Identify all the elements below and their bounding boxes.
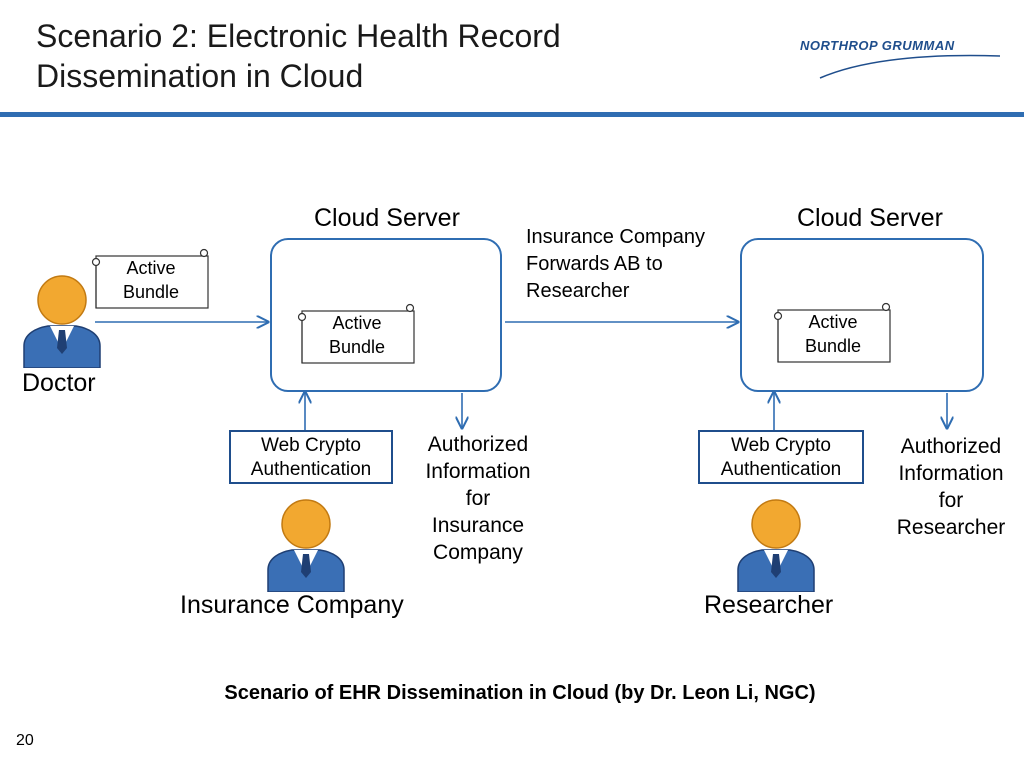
auth-box-2-line-1: Web Crypto <box>731 435 831 456</box>
doctor-label: Doctor <box>22 369 96 397</box>
logo-text: NORTHROP GRUMMAN <box>800 38 955 53</box>
researcher-info-line-3: for <box>938 489 964 512</box>
cloud-server-2-label: Cloud Server <box>797 204 943 232</box>
forward-note-line-2: Forwards AB to <box>526 253 663 275</box>
scroll-icon <box>91 248 209 309</box>
doctor-bundle-line-1: Active <box>126 258 176 278</box>
researcher-info-line-4: Researcher <box>896 516 1006 539</box>
researcher-authorized-info: Authorized Information for Researcher <box>880 433 1022 541</box>
server-2-active-bundle: Active Bundle <box>772 302 894 366</box>
insurance-info-line-2: Information <box>425 460 531 483</box>
forward-note-line-1: Insurance Company <box>526 226 705 248</box>
web-crypto-auth-box-2: Web Crypto Authentication <box>698 430 864 484</box>
forward-note: Insurance Company Forwards AB to Researc… <box>526 224 705 305</box>
doctor-active-bundle-text: Active Bundle <box>98 256 204 304</box>
auth-box-1-line-1: Web Crypto <box>261 435 361 456</box>
doctor-active-bundle: Active Bundle <box>90 248 212 312</box>
insurance-info-line-5: Company <box>433 541 523 564</box>
server-2-active-bundle-text: Active Bundle <box>780 310 886 358</box>
northrop-grumman-logo: NORTHROP GRUMMAN <box>796 36 1002 84</box>
server-1-bundle-line-1: Active <box>332 313 382 333</box>
scroll-icon <box>773 302 891 363</box>
researcher-info-line-2: Information <box>898 462 1004 485</box>
doctor-bundle-line-2: Bundle <box>122 282 180 302</box>
insurance-company-person-icon <box>264 496 348 593</box>
cloud-server-1-label: Cloud Server <box>314 204 460 232</box>
researcher-label: Researcher <box>704 591 834 619</box>
scroll-icon <box>297 303 415 364</box>
server-1-active-bundle-text: Active Bundle <box>304 311 410 359</box>
slide-title: Scenario 2: Electronic Health Record Dis… <box>36 16 676 96</box>
slide-title-line-1: Scenario 2: Electronic Health Record <box>36 18 561 54</box>
server-1-active-bundle: Active Bundle <box>296 303 418 367</box>
insurance-info-line-4: Insurance <box>431 514 525 537</box>
insurance-authorized-info: Authorized Information for Insurance Com… <box>408 431 548 566</box>
insurance-info-line-1: Authorized <box>427 433 529 456</box>
researcher-info-line-1: Authorized <box>900 435 1002 458</box>
insurance-company-label: Insurance Company <box>180 591 404 619</box>
web-crypto-auth-box-1: Web Crypto Authentication <box>229 430 393 484</box>
researcher-person-icon <box>734 496 818 593</box>
server-1-bundle-line-2: Bundle <box>328 337 386 357</box>
figure-caption: Scenario of EHR Dissemination in Cloud (… <box>224 682 816 704</box>
server-2-bundle-line-2: Bundle <box>804 336 862 356</box>
auth-box-2-line-2: Authentication <box>720 459 842 480</box>
title-rule <box>0 112 1024 117</box>
slide-title-line-2: Dissemination in Cloud <box>36 58 364 94</box>
page-number: 20 <box>16 732 34 749</box>
logo-swoosh-icon <box>819 54 1001 79</box>
insurance-info-line-3: for <box>465 487 491 510</box>
server-2-bundle-line-1: Active <box>808 312 858 332</box>
auth-box-1-line-2: Authentication <box>250 459 372 480</box>
doctor-person-icon <box>20 272 104 369</box>
forward-note-line-3: Researcher <box>526 280 630 302</box>
